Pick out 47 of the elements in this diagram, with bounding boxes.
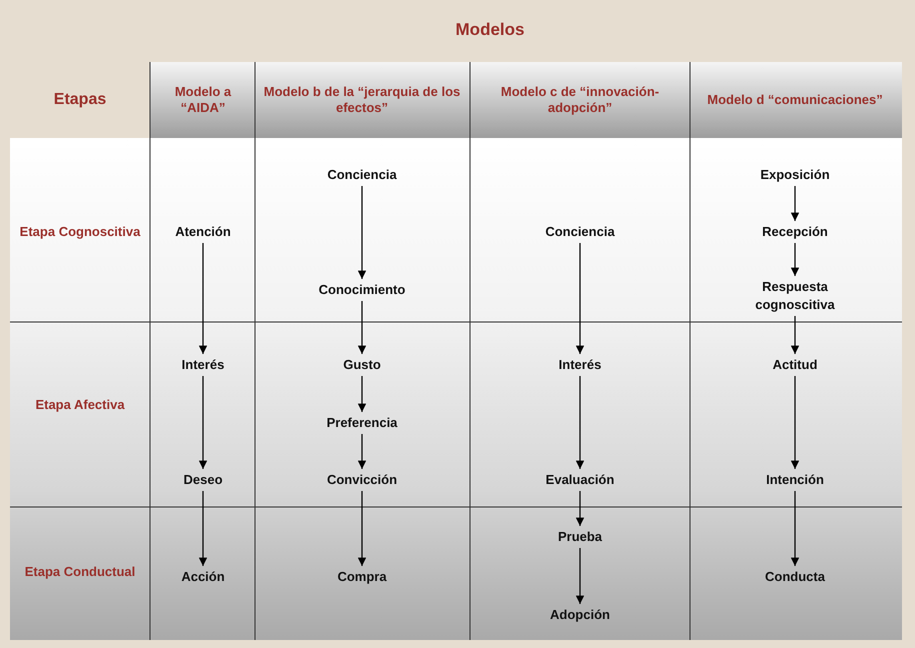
step-label: Recepción [762, 223, 828, 241]
step-label: Conciencia [545, 223, 615, 241]
step-label: Respuesta cognoscitiva [745, 278, 845, 314]
arrow [358, 376, 366, 412]
step-label: Actitud [772, 356, 818, 374]
arrow [358, 186, 366, 279]
arrow [198, 243, 208, 354]
arrow [358, 301, 366, 354]
column-heading: Modelo a “AIDA” [174, 84, 232, 116]
arrow [198, 491, 208, 566]
step-label: Gusto [343, 356, 381, 374]
title: Modelos [456, 22, 524, 38]
arrow [790, 376, 800, 469]
arrow [576, 491, 584, 526]
step-label: Conducta [765, 568, 825, 586]
step-label: Adopción [550, 606, 610, 624]
step-label: Exposición [760, 166, 830, 184]
step-label: Interés [182, 356, 224, 374]
step-label: Compra [337, 568, 387, 586]
step-label: Preferencia [326, 414, 398, 432]
arrow [790, 243, 800, 276]
arrow [576, 548, 584, 604]
row-heading: Etapa Afectiva [35, 397, 125, 413]
row-heading: Etapa Conductual [24, 564, 136, 580]
corner-heading: Etapas [54, 92, 106, 108]
step-label: Atención [175, 223, 231, 241]
arrow [358, 491, 366, 566]
step-label: Deseo [183, 471, 223, 489]
column-heading: Modelo b de la “jerarquia de los efectos” [262, 84, 462, 116]
column-heading: Modelo d “comunicaciones” [706, 92, 884, 108]
arrow [358, 434, 366, 469]
arrow [576, 243, 584, 354]
arrow [576, 376, 584, 469]
step-label: Conciencia [327, 166, 397, 184]
step-label: Interés [558, 356, 602, 374]
step-label: Prueba [558, 528, 602, 546]
step-label: Intención [766, 471, 824, 489]
arrow [198, 376, 208, 469]
column-heading: Modelo c de “innovación-adopción” [500, 84, 660, 116]
arrow [790, 186, 800, 221]
step-label: Convicción [326, 471, 398, 489]
step-label: Conocimiento [318, 281, 406, 299]
step-label: Evaluación [546, 471, 614, 489]
arrow [790, 491, 800, 566]
step-label: Acción [181, 568, 225, 586]
row-heading: Etapa Cognoscitiva [20, 224, 140, 240]
arrow [790, 316, 800, 354]
